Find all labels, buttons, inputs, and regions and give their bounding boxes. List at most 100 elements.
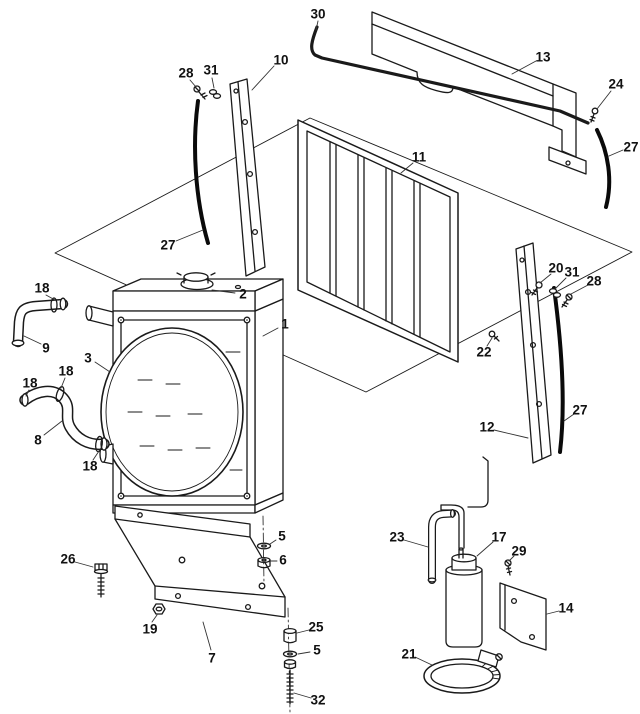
screw-28	[561, 293, 573, 308]
spacer-25	[283, 627, 297, 644]
washer-5	[282, 650, 298, 658]
callout-32: 32	[310, 692, 326, 708]
nut-6	[257, 556, 271, 569]
upper-hose-9	[11, 297, 69, 348]
bottom-bracket-7	[114, 505, 286, 618]
callout-5: 5	[278, 528, 286, 544]
washers-31	[548, 288, 562, 298]
leader-line	[486, 337, 493, 347]
callout-18: 18	[22, 375, 38, 391]
leader-line	[554, 277, 567, 290]
callout-9: 9	[42, 340, 50, 356]
callout-31: 31	[564, 264, 580, 280]
bottle-bracket-14	[499, 582, 547, 651]
leader-line	[511, 60, 537, 75]
callout-28: 28	[178, 65, 194, 81]
leader-line	[546, 610, 560, 615]
leader-line	[175, 229, 204, 242]
callout-5: 5	[313, 642, 321, 658]
leader-line	[293, 692, 312, 699]
side-bracket-12	[515, 242, 552, 464]
callout-18: 18	[34, 280, 50, 296]
leader-line	[202, 621, 212, 651]
seal-27-left	[193, 99, 210, 245]
overflow-bottle-assembly	[423, 456, 547, 694]
bolt-26	[93, 563, 109, 598]
leader-line	[251, 65, 275, 91]
callout-3: 3	[84, 350, 92, 366]
callout-29: 29	[511, 543, 527, 559]
leader-line	[189, 79, 197, 88]
leader-line	[297, 651, 311, 655]
callout-21: 21	[401, 646, 417, 662]
leader-lines	[23, 20, 624, 699]
overflow-hose-23	[427, 509, 456, 584]
leader-line	[608, 149, 624, 157]
overflow-nipple	[234, 284, 242, 290]
leader-line	[262, 327, 279, 337]
callout-10: 10	[273, 52, 289, 68]
leader-line	[296, 629, 310, 634]
callout-6: 6	[279, 552, 287, 568]
leader-line	[43, 420, 63, 436]
leader-line	[151, 614, 158, 623]
callout-26: 26	[60, 551, 76, 567]
radiator-cap-2	[176, 272, 216, 284]
bolt-32	[283, 659, 297, 705]
seal-strips-27	[193, 99, 612, 454]
core-fin-marks	[127, 351, 243, 471]
callout-24: 24	[608, 76, 624, 92]
callout-30: 30	[310, 6, 326, 22]
side-bracket-10	[229, 78, 266, 277]
leader-line	[94, 361, 111, 373]
tie-rod-30	[310, 25, 590, 125]
screw-29	[504, 559, 513, 576]
leader-line	[563, 413, 575, 422]
callout-28: 28	[586, 273, 602, 289]
callout-27: 27	[572, 402, 588, 418]
bottle-wire	[467, 456, 489, 508]
callout-19: 19	[142, 621, 158, 637]
leader-line	[211, 289, 236, 294]
hose-clamp-18	[50, 297, 58, 313]
washer-5	[256, 542, 272, 550]
callout-13: 13	[535, 49, 551, 65]
bolt-24	[589, 107, 599, 123]
corner-screws	[117, 316, 251, 500]
callout-14: 14	[558, 600, 574, 616]
callout-2: 2	[239, 286, 247, 302]
leader-line	[211, 77, 215, 89]
leader-line	[403, 539, 429, 548]
leader-line	[476, 541, 494, 557]
leader-line	[269, 539, 277, 545]
inlet-stub	[85, 305, 114, 327]
hose-clamp-18	[55, 386, 65, 402]
bolt-22	[488, 330, 500, 342]
callout-8: 8	[34, 432, 42, 448]
leader-line	[25, 389, 30, 397]
leader-line	[414, 656, 433, 666]
leader-line	[23, 335, 42, 345]
leader-line	[45, 294, 56, 301]
washers-31	[208, 89, 222, 99]
callout-22: 22	[476, 344, 492, 360]
fasteners	[93, 85, 599, 705]
leader-line	[400, 162, 414, 174]
callout-12: 12	[479, 419, 495, 435]
callout-11: 11	[411, 149, 427, 165]
callout-17: 17	[491, 529, 507, 545]
callout-27: 27	[160, 237, 176, 253]
leader-line	[92, 450, 100, 461]
fan-shroud-ring-3	[100, 327, 244, 497]
hose-clamp-21	[423, 649, 503, 694]
leader-line	[74, 561, 94, 568]
nut-19	[152, 603, 166, 615]
callout-7: 7	[208, 650, 216, 666]
hose-clamp-18	[95, 435, 103, 453]
callout-1: 1	[281, 316, 289, 332]
bolt-20	[530, 281, 543, 296]
core-panel-11	[297, 119, 459, 363]
overflow-bottle-17	[445, 547, 483, 648]
